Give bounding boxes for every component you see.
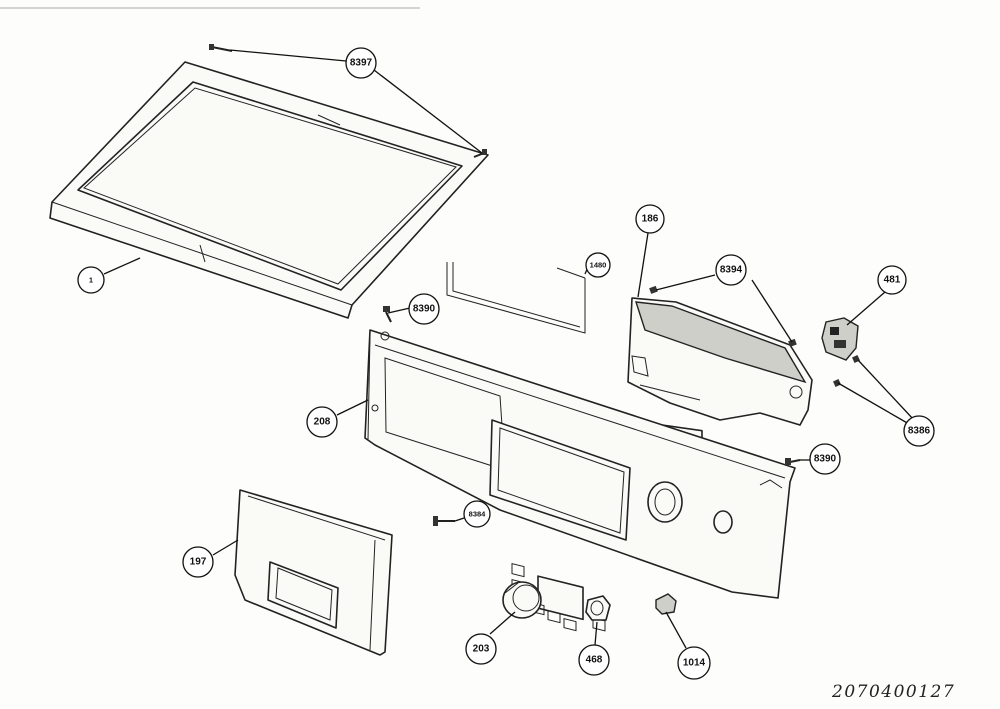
- screw-8386-b: [852, 355, 860, 363]
- callout-8394-label: 8394: [720, 265, 743, 276]
- screw-8390-lower: [785, 458, 801, 465]
- callout-208-label: 208: [314, 417, 331, 428]
- callout-8384-label: 8384: [469, 510, 487, 519]
- leader-lines: [103, 49, 915, 649]
- callout-481-label: 481: [884, 275, 901, 286]
- screw-8390-upper: [383, 306, 392, 323]
- part-control-panel: [364, 329, 796, 632]
- callout-8384: 8384: [463, 500, 491, 528]
- part-switch-481: [821, 317, 859, 361]
- callout-1480: 1480: [585, 252, 611, 278]
- drawing-number: 2070400127: [831, 682, 955, 702]
- part-wire-1480: [446, 262, 586, 334]
- callout-203: 203: [465, 633, 497, 665]
- callout-8390-upper-label: 8390: [413, 304, 436, 315]
- callout-8390-lower: 8390: [809, 443, 841, 475]
- callout-8390-lower-label: 8390: [814, 454, 837, 465]
- callout-1014: 1014: [677, 646, 711, 680]
- callout-1014-label: 1014: [683, 658, 706, 669]
- screw-8386-a: [833, 379, 841, 387]
- part-drawer-front: [234, 489, 393, 656]
- callout-481: 481: [877, 265, 907, 295]
- callout-186: 186: [635, 204, 665, 234]
- part-button-468: [585, 595, 611, 621]
- callout-468-label: 468: [586, 655, 603, 666]
- callout-8386-label: 8386: [908, 426, 931, 437]
- callout-186-label: 186: [642, 214, 659, 225]
- callout-203-label: 203: [473, 644, 490, 655]
- callout-208: 208: [306, 406, 338, 438]
- callout-8390-upper: 8390: [408, 293, 440, 325]
- callout-8397: 8397: [345, 47, 377, 79]
- callout-197-label: 197: [190, 557, 207, 568]
- callout-468: 468: [578, 644, 610, 676]
- screw-8397-left: [209, 44, 233, 52]
- part-knob-203: [502, 581, 542, 619]
- screw-8394-a: [649, 285, 658, 294]
- callout-197: 197: [182, 546, 214, 578]
- callout-8386: 8386: [903, 415, 935, 447]
- callout-8394: 8394: [715, 254, 747, 286]
- screw-8384: [433, 516, 455, 526]
- callout-8397-label: 8397: [350, 58, 373, 69]
- callout-1-label: 1: [89, 276, 93, 285]
- callout-1480-label: 1480: [590, 261, 607, 270]
- part-top-cover: [49, 61, 489, 319]
- part-indicator-1014: [655, 593, 677, 615]
- screw-8394-b: [788, 338, 797, 347]
- callout-1: 1: [77, 266, 105, 294]
- screw-8397-right: [473, 149, 487, 158]
